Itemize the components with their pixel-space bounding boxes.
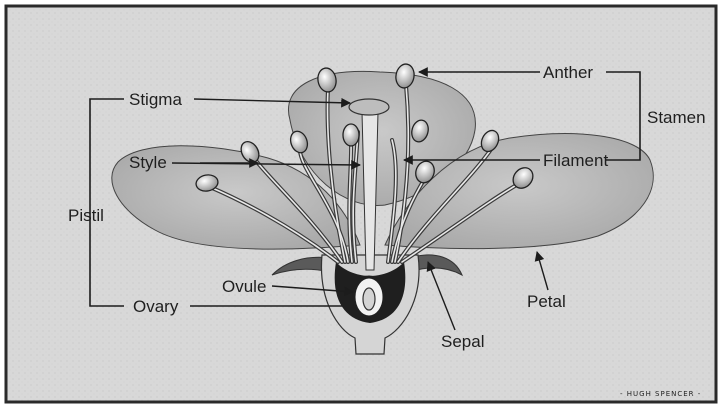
anther-label: Anther (543, 63, 593, 82)
filament-label: Filament (543, 151, 608, 170)
stigma-label: Stigma (129, 90, 182, 109)
stamen-label: Stamen (647, 108, 706, 127)
ovary-label: Ovary (133, 297, 179, 316)
ovule-inner (363, 288, 375, 310)
stigma (349, 99, 389, 115)
artist-signature: - HUGH SPENCER - (620, 390, 701, 398)
pistil-label: Pistil (68, 206, 104, 225)
style-label: Style (129, 153, 167, 172)
petal-label: Petal (527, 292, 566, 311)
ovule-label: Ovule (222, 277, 266, 296)
sepal-label: Sepal (441, 332, 484, 351)
